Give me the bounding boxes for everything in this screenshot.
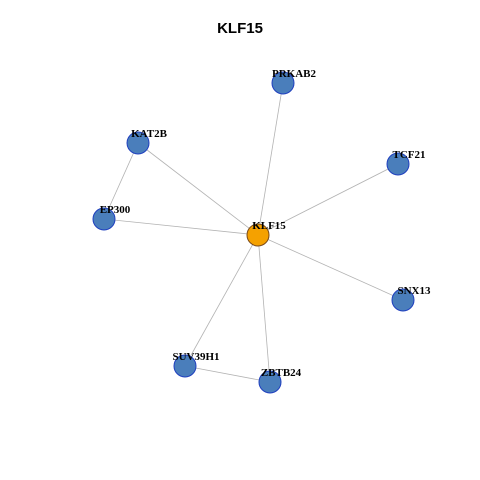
node-circle-tcf21: [386, 152, 410, 176]
diagram-title: KLF15: [217, 20, 263, 37]
node-label-tcf21: TCF21: [393, 149, 426, 161]
edge-klf15-tcf21: [257, 163, 399, 236]
node-circle-kat2b: [126, 131, 150, 155]
node-label-suv39h1: SUV39H1: [172, 351, 219, 363]
node-label-ep300: EP300: [100, 204, 131, 216]
node-label-klf15: KLF15: [252, 220, 286, 232]
node-zbtb24: ZBTB24: [258, 367, 302, 394]
edge-suv39h1-zbtb24: [184, 365, 271, 383]
node-label-zbtb24: ZBTB24: [261, 367, 302, 379]
edge-klf15-zbtb24: [257, 234, 271, 383]
node-tcf21: TCF21: [386, 149, 426, 176]
node-ep300: EP300: [92, 204, 131, 231]
node-circle-ep300: [92, 207, 116, 231]
node-suv39h1: SUV39H1: [172, 351, 220, 378]
node-klf15: KLF15: [246, 220, 286, 247]
edge-klf15-suv39h1: [184, 234, 259, 367]
edge-klf15-snx13: [257, 234, 404, 301]
edge-kat2b-ep300: [103, 142, 139, 220]
node-label-kat2b: KAT2B: [131, 128, 168, 140]
edge-klf15-kat2b: [137, 142, 259, 236]
node-prkab2: PRKAB2: [271, 68, 317, 95]
node-label-snx13: SNX13: [397, 285, 431, 297]
node-circle-prkab2: [271, 71, 295, 95]
node-kat2b: KAT2B: [126, 128, 168, 155]
node-snx13: SNX13: [391, 285, 431, 312]
node-circle-klf15: [246, 223, 270, 247]
edge-klf15-ep300: [103, 218, 259, 236]
node-circle-zbtb24: [258, 370, 282, 394]
edge-layer: [103, 82, 404, 383]
edge-klf15-prkab2: [257, 82, 284, 236]
node-circle-suv39h1: [173, 354, 197, 378]
node-circle-snx13: [391, 288, 415, 312]
node-label-prkab2: PRKAB2: [272, 68, 317, 80]
